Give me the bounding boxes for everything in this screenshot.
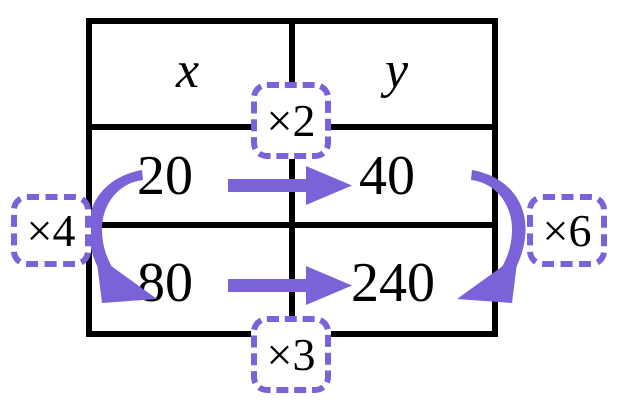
multiplier-badge-right: ×6	[527, 194, 607, 267]
multiplier-badge-bottom: ×3	[251, 316, 331, 393]
column-header-x: x	[175, 42, 200, 99]
table-column-divider-line	[289, 18, 295, 337]
multiplier-badge-left: ×4	[11, 194, 91, 267]
multiplier-badge-top: ×2	[251, 82, 331, 159]
cell-row1-x: 20	[137, 145, 193, 207]
cell-row2-y: 240	[351, 251, 435, 314]
column-header-y: y	[384, 42, 409, 99]
cell-row1-y: 40	[359, 145, 415, 207]
